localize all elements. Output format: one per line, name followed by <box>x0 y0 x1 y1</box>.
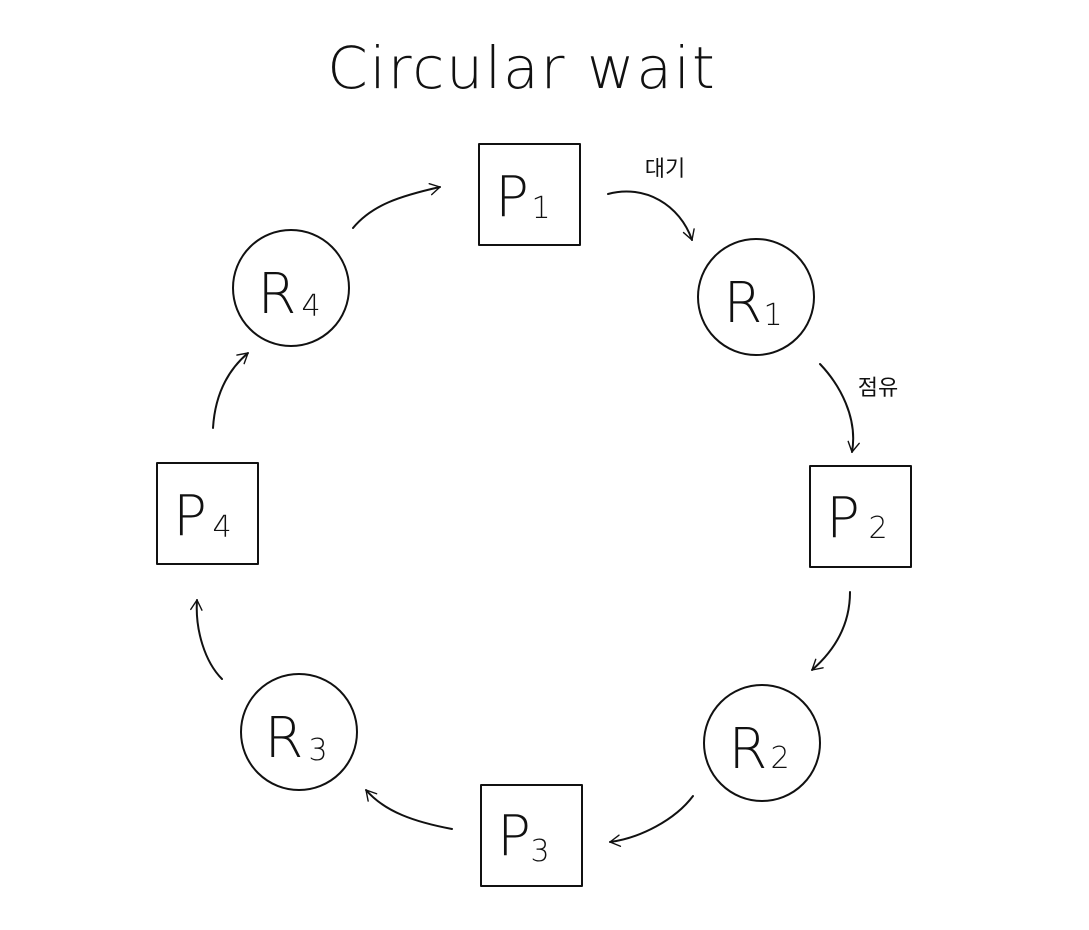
resource-circle-r4 <box>232 229 350 347</box>
edge-p1-to-r1 <box>607 190 695 241</box>
edge-r3-to-p4 <box>190 599 223 680</box>
resource-node-r3: R 3 <box>240 673 358 791</box>
resource-node-r1: R 1 <box>697 238 815 356</box>
node-letter-p4: P <box>173 484 207 549</box>
edge-p3-to-r3 <box>365 789 453 830</box>
node-subscript-p4: 4 <box>212 510 231 545</box>
node-letter-p2: P <box>826 486 860 551</box>
process-node-p3: P 3 <box>480 784 583 887</box>
edge-r2-to-p3 <box>609 795 694 847</box>
node-subscript-r4: 4 <box>301 289 320 324</box>
node-subscript-r3: 3 <box>308 733 327 768</box>
node-subscript-p2: 2 <box>868 511 887 546</box>
process-node-p2: P 2 <box>809 465 912 568</box>
node-letter-r3: R <box>265 706 304 771</box>
node-subscript-r1: 1 <box>763 298 782 333</box>
resource-circle-r3 <box>240 673 358 791</box>
edge-p4-to-r4 <box>212 352 249 429</box>
diagram-title: Circular wait <box>327 34 717 102</box>
edge-label-hold: 점유 <box>858 376 898 401</box>
resource-node-r4: R 4 <box>232 229 350 347</box>
node-letter-r1: R <box>724 271 763 336</box>
edge-r4-to-p1 <box>352 182 441 229</box>
edge-p2-to-r2 <box>811 591 851 671</box>
edge-label-wait: 대기 <box>645 157 685 182</box>
process-box-p4 <box>156 462 259 565</box>
node-subscript-p1: 1 <box>531 191 550 226</box>
node-subscript-p3: 3 <box>530 834 549 869</box>
process-box-p2 <box>809 465 912 568</box>
node-letter-r2: R <box>729 717 768 782</box>
process-node-p4: P 4 <box>156 462 259 565</box>
node-letter-r4: R <box>258 262 297 327</box>
node-letter-p1: P <box>495 165 529 230</box>
process-box-p1 <box>478 143 581 246</box>
node-letter-p3: P <box>497 804 531 869</box>
resource-circle-r2 <box>703 684 821 802</box>
resource-node-r2: R 2 <box>703 684 821 802</box>
process-node-p1: P 1 <box>478 143 581 246</box>
node-subscript-r2: 2 <box>770 741 789 776</box>
process-box-p3 <box>480 784 583 887</box>
edge-r1-to-p2 <box>819 363 860 453</box>
resource-circle-r1 <box>697 238 815 356</box>
